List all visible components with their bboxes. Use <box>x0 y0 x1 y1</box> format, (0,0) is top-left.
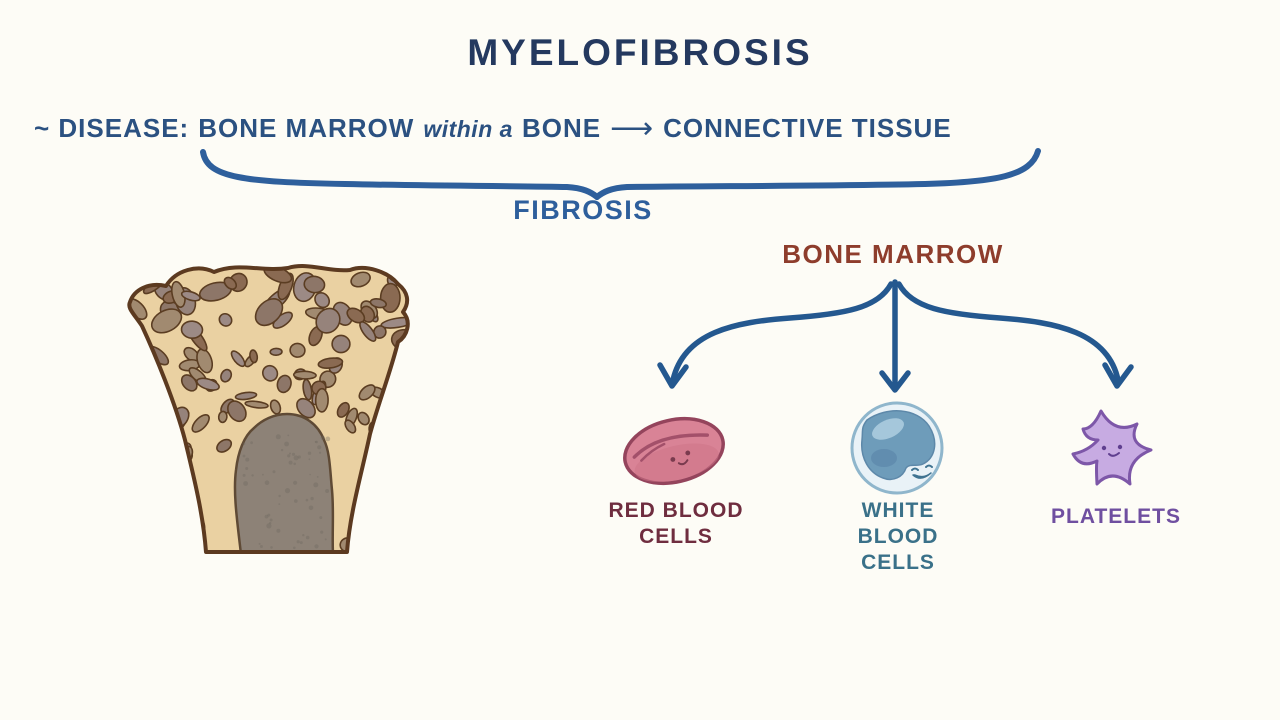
red-blood-cell-icon <box>623 417 725 485</box>
definition-result: CONNECTIVE TISSUE <box>663 113 952 143</box>
bone-cross-section-illustration <box>127 264 410 554</box>
branch-arrows-icon <box>657 279 1134 393</box>
definition-connector: within a <box>423 116 513 142</box>
cell-label-platelets: PLATELETS <box>1038 504 1194 530</box>
label-line: CELLS <box>861 551 935 574</box>
marrow-texture <box>242 434 331 550</box>
white-blood-cell-icon <box>850 401 944 495</box>
platelet-icon <box>1071 409 1153 486</box>
bone-marrow-label: BONE MARROW <box>782 239 1004 269</box>
fibrosis-label: FIBROSIS <box>513 195 653 225</box>
definition-term-bone-marrow: BONE MARROW <box>198 113 415 143</box>
page-title: MYELOFIBROSIS <box>467 32 813 73</box>
fibrosis-brace-icon <box>200 148 1041 200</box>
arrow-down-right <box>896 281 1121 383</box>
definition-prefix: ~ DISEASE: <box>34 113 190 143</box>
label-line: WHITE BLOOD <box>857 499 939 548</box>
label-line: CELLS <box>639 525 713 548</box>
cell-label-white-blood-cells: WHITE BLOOD CELLS <box>820 498 976 576</box>
label-line: PLATELETS <box>1051 505 1181 528</box>
definition-line: ~ DISEASE: BONE MARROW within a BONE ⟶ C… <box>34 110 1044 145</box>
cell-label-red-blood-cells: RED BLOOD CELLS <box>598 498 754 550</box>
arrow-down-left <box>670 281 894 383</box>
label-line: RED BLOOD <box>608 499 744 522</box>
definition-term-bone: BONE <box>521 113 602 143</box>
right-arrow-icon: ⟶ <box>610 112 655 145</box>
marrow-cavity <box>233 412 335 552</box>
